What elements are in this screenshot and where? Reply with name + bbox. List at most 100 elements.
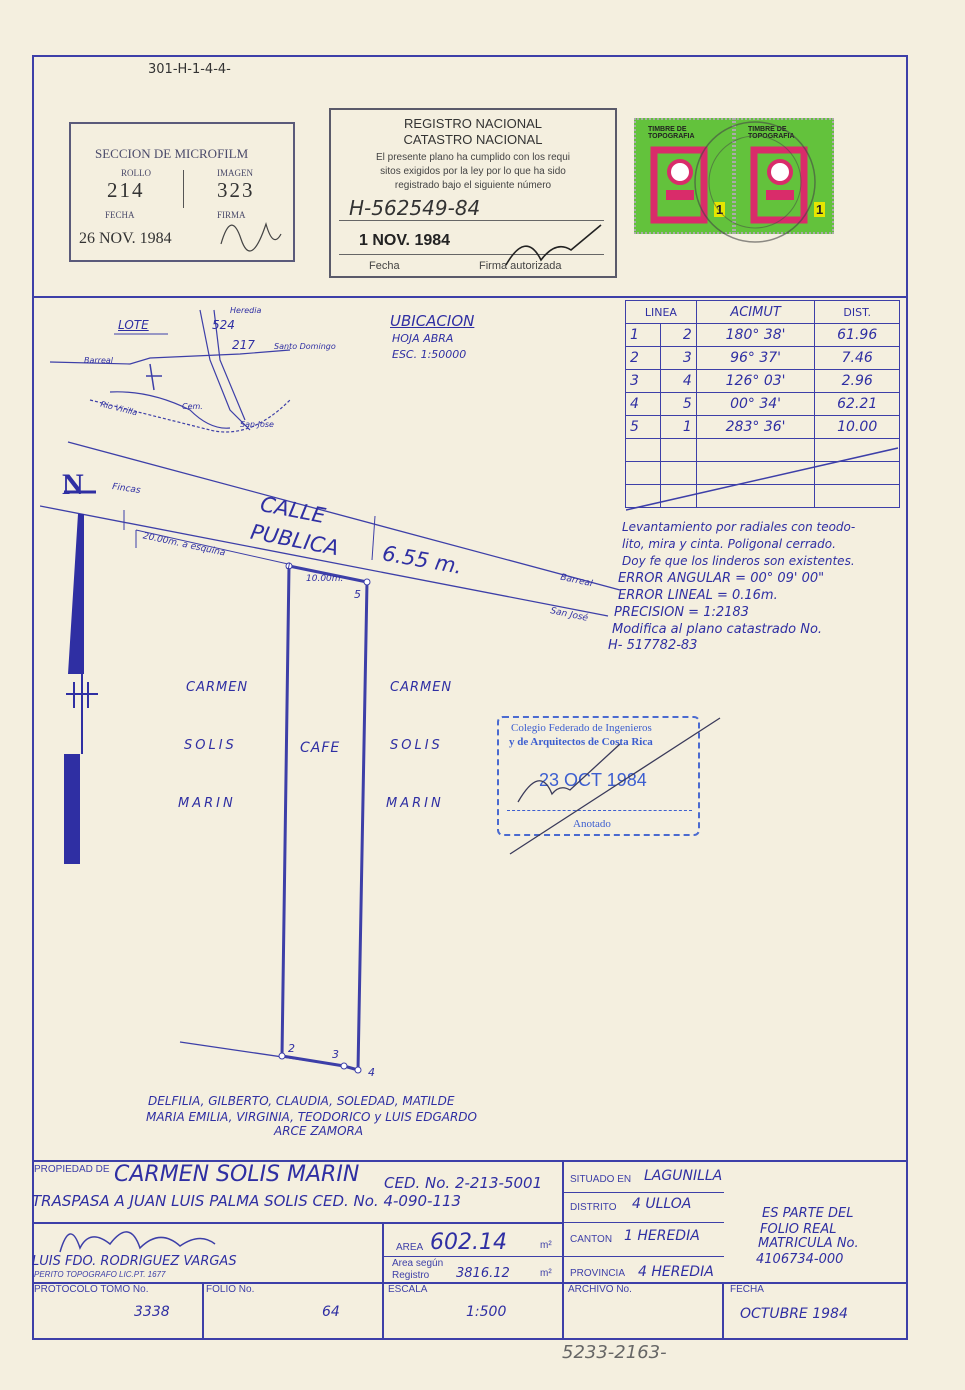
- ubicacion-cem: Cem.: [182, 402, 203, 411]
- canton-label: CANTON: [570, 1234, 613, 1245]
- situado-value: LAGUNILLA: [644, 1168, 723, 1184]
- south-owners-1: DELFILIA, GILBERTO, CLAUDIA, SOLEDAD, MA…: [148, 1094, 455, 1108]
- colegio-stamp: Colegio Federado de Ingenieros y de Arqu…: [497, 716, 700, 836]
- topografo-name: LUIS FDO. RODRIGUEZ VARGAS: [32, 1254, 237, 1269]
- colegio-fecha: 23 OCT 1984: [539, 770, 647, 790]
- fecha-value: OCTUBRE 1984: [740, 1306, 848, 1322]
- header-dist: DIST.: [814, 300, 900, 324]
- ubicacion-title: UBICACION: [390, 312, 475, 330]
- table-row-empty: [624, 484, 900, 508]
- left-owner-1: CARMEN: [186, 680, 249, 695]
- registro-text2: sitos exigidos por la ley por lo que ha …: [380, 166, 566, 177]
- topografo-signature: [59, 1231, 216, 1253]
- folio-label: FOLIO No.: [206, 1284, 255, 1295]
- footer-line: [32, 1222, 562, 1224]
- registro-line1: REGISTRO NACIONAL: [404, 116, 542, 131]
- lot-use-label: CAFE: [300, 740, 341, 756]
- protocolo-label: PROTOCOLO TOMO No.: [34, 1284, 149, 1295]
- escala-label: ESCALA: [388, 1284, 428, 1295]
- divider: [339, 254, 604, 255]
- folio-real-1: ES PARTE DEL: [762, 1206, 854, 1221]
- rollo-label: ROLLO: [121, 168, 151, 178]
- cell: 2: [624, 346, 662, 370]
- note-line1: Levantamiento por radiales con teodo-: [622, 520, 856, 534]
- cell: 1: [624, 323, 662, 347]
- cell: 61.96: [814, 323, 900, 347]
- registro-text1: El presente plano ha cumplido con los re…: [375, 152, 570, 163]
- ref-code: 301-H-1-4-4-: [148, 62, 231, 77]
- footer-line: [564, 1222, 724, 1223]
- stamp-emblem-icon: [650, 146, 708, 224]
- note-line3: Doy fe que los linderos son existentes.: [622, 554, 855, 568]
- note-plano-anterior: H- 517782-83: [608, 638, 698, 653]
- point-4: 4: [368, 1066, 375, 1079]
- cell: 7.46: [814, 346, 900, 370]
- ubicacion-lote-217: 217: [232, 338, 255, 352]
- header-acimut: ACIMUT: [695, 300, 816, 324]
- colegio-anotado: Anotado: [573, 818, 611, 830]
- registro-numero: H-562549-84: [349, 196, 481, 220]
- fecha-label: FECHA: [730, 1284, 764, 1295]
- ubicacion-santo-domingo: Santo Domingo: [274, 342, 336, 351]
- revenue-stamp-2: TIMBRE DE TOPOGRAFIA 1: [734, 118, 834, 234]
- microfilm-stamp: SECCION DE MICROFILM ROLLO 214 IMAGEN 32…: [69, 122, 295, 262]
- right-owner-1: CARMEN: [390, 680, 453, 695]
- left-owner-3: MARIN: [178, 796, 236, 811]
- cell: 4: [660, 369, 697, 393]
- propiedad-label: PROPIEDAD DE: [34, 1164, 110, 1175]
- note-modifica: Modifica al plano catastrado No.: [612, 622, 823, 637]
- propiedad-cedula: CED. No. 2-213-5001: [384, 1174, 543, 1192]
- cell: 180° 38': [695, 323, 816, 347]
- south-owners-2: MARIA EMILIA, VIRGINIA, TEODORICO y LUIS…: [146, 1110, 477, 1124]
- registro-text3: registrado bajo el siguiente número: [394, 180, 552, 191]
- point-5: 5: [354, 588, 361, 601]
- matricula-value: 4106734-000: [756, 1252, 844, 1267]
- cell: 96° 37': [695, 346, 816, 370]
- registro-fecha: 1 NOV. 1984: [359, 232, 451, 249]
- cell: 3: [660, 346, 697, 370]
- distrito-label: DISTRITO: [570, 1202, 617, 1213]
- bottom-note: 5233-2163-: [562, 1342, 667, 1363]
- table-row-empty: [624, 461, 900, 485]
- cell: 126° 03': [695, 369, 816, 393]
- ubicacion-heredia: Heredia: [230, 306, 262, 315]
- note-error-lineal: ERROR LINEAL = 0.16m.: [618, 588, 778, 603]
- cell: 2.96: [814, 369, 900, 393]
- microfilm-date: 26 NOV. 1984: [79, 230, 172, 247]
- ubicacion-lote-label: LOTE: [118, 318, 149, 332]
- distrito-value: 4 ULLOA: [632, 1196, 692, 1212]
- right-owner-3: MARIN: [386, 796, 444, 811]
- firma-label: FIRMA: [217, 210, 246, 220]
- footer-line: [32, 1282, 908, 1284]
- north-arrow-icon: [64, 490, 98, 864]
- note-line2: lito, mira y cinta. Poligonal cerrado.: [622, 537, 836, 551]
- footer-line: [384, 1256, 562, 1257]
- tomo-value: 3338: [134, 1304, 170, 1320]
- rollo-value: 214: [107, 178, 145, 202]
- folio-real-3: MATRICULA No.: [758, 1236, 859, 1251]
- footer-top-line: [32, 1160, 908, 1162]
- topografo-license: PERITO TOPOGRAFO LIC.PT. 1677: [34, 1270, 166, 1279]
- stamp-value: 1: [814, 202, 826, 217]
- cell: 3: [624, 369, 662, 393]
- note-error-angular: ERROR ANGULAR = 00° 09' 00": [618, 571, 825, 586]
- area-unit: m²: [540, 1240, 552, 1251]
- area-segun-label: Area según: [392, 1258, 444, 1269]
- imagen-value: 323: [217, 178, 255, 202]
- table-header-row: LINEA ACIMUT DIST.: [625, 300, 900, 324]
- fecha-label: FECHA: [105, 210, 135, 220]
- footer-vline: [562, 1160, 564, 1340]
- imagen-label: IMAGEN: [217, 168, 253, 178]
- divider: [183, 170, 184, 208]
- cell: 1: [660, 415, 697, 439]
- area-registro-unit: m²: [540, 1268, 552, 1279]
- area-value: 602.14: [430, 1230, 507, 1255]
- footer-vline: [722, 1282, 724, 1340]
- ubicacion-hoja: HOJA ABRA: [392, 332, 454, 345]
- registro-fecha-label: Fecha: [369, 260, 400, 272]
- note-precision: PRECISION = 1:2183: [614, 605, 749, 620]
- cell: 5: [660, 392, 697, 416]
